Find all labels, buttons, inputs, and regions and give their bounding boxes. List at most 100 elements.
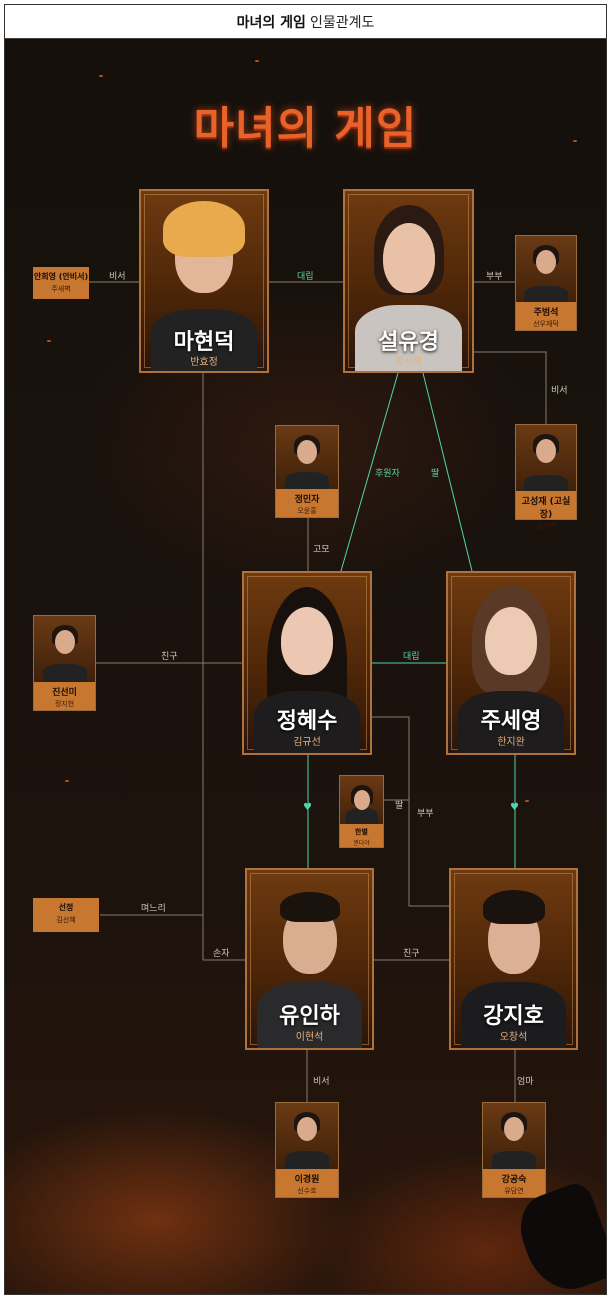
portrait-body <box>355 305 462 371</box>
line-jung-kang <box>372 716 449 907</box>
mini-name: 고성재 (고실장) <box>521 497 571 520</box>
mini-name: 이경원 <box>294 1175 320 1185</box>
rel-han-jung: 딸 <box>395 801 404 811</box>
tag-actor: 주새벽 <box>51 285 71 293</box>
portrait-hair <box>482 890 545 924</box>
card-yu-inha[interactable]: 유인하 이현석 <box>245 868 374 1050</box>
portrait-body <box>42 664 87 682</box>
card-ma-hyeondeok[interactable]: 마현덕 반효정 <box>139 189 269 373</box>
card-name: 정혜수 <box>276 709 338 734</box>
card-jin-seonmi[interactable]: 진선미 정지현 <box>33 615 96 711</box>
mini-actor: 신수호 <box>297 1187 317 1195</box>
card-kang-jiho[interactable]: 강지호 오창석 <box>449 868 578 1050</box>
card-actor: 오창석 <box>499 1032 528 1043</box>
card-actor: 김규선 <box>293 737 321 748</box>
header-title-sub: 인물관계도 <box>309 14 375 31</box>
mini-plate: 강공숙 유담연 <box>483 1169 545 1197</box>
mini-name: 진선미 <box>52 688 77 698</box>
portrait-body <box>285 472 329 490</box>
portrait-body <box>458 691 564 753</box>
ember-decoration <box>255 60 259 62</box>
mini-photo <box>516 236 576 304</box>
ember-decoration <box>99 75 103 77</box>
rel-yu-kang: 친구 <box>403 949 420 959</box>
card-hanbyeol[interactable]: 한별 권다야 <box>339 775 384 848</box>
portrait-face <box>382 223 435 293</box>
card-actor: 반효정 <box>190 357 218 368</box>
rel-seol-jung: 후원자 <box>375 469 400 479</box>
tag-ahn-huiyeong[interactable]: 안희영 (안비서) 주새벽 <box>33 267 89 299</box>
rel-ahn-ma: 비서 <box>109 272 126 282</box>
mini-plate: 진선미 정지현 <box>34 682 95 710</box>
portrait-face <box>54 630 75 654</box>
card-ju-beomseok[interactable]: 주범석 선우재덕 <box>515 235 577 331</box>
mini-actor: 정지현 <box>54 700 75 708</box>
mini-plate: 이경원 신수호 <box>276 1169 338 1197</box>
rel-yu-lee: 비서 <box>313 1077 330 1087</box>
portrait-body <box>524 475 568 493</box>
mini-actor: 오윤홍 <box>297 507 317 515</box>
card-seol-yugyeong[interactable]: 설유경 장서희 <box>343 189 474 373</box>
card-jeong-hyesu[interactable]: 정혜수 김규선 <box>242 571 372 755</box>
mini-actor: 선우재덕 <box>533 320 559 328</box>
card-lee-gyeongwon[interactable]: 이경원 신수호 <box>275 1102 339 1198</box>
ember-decoration <box>65 780 69 782</box>
tag-name: 선정 <box>58 903 74 912</box>
card-go-seongjae[interactable]: 고성재 (고실장) 김시만 <box>515 424 577 530</box>
mini-photo <box>276 1103 338 1169</box>
line-seol-juse <box>422 372 473 572</box>
portrait-hair <box>163 201 245 257</box>
heart-icon: ♥ <box>510 802 519 813</box>
ember-decoration <box>47 340 51 342</box>
mini-photo <box>34 616 95 682</box>
portrait-body <box>461 982 566 1048</box>
portrait-face <box>485 607 537 675</box>
heart-icon: ♥ <box>303 802 312 813</box>
diagram-frame: 마녀의 게임 인물관계도 <box>4 4 607 1295</box>
card-actor: 한지완 <box>497 737 525 748</box>
mini-name: 정민자 <box>294 495 320 505</box>
header-bar: 마녀의 게임 인물관계도 <box>5 5 606 39</box>
line-seol-go <box>474 351 547 424</box>
mini-plate: 한별 권다야 <box>340 824 383 847</box>
portrait-body <box>492 1151 536 1169</box>
portrait-body <box>285 1151 329 1169</box>
card-jeong-minja[interactable]: 정민자 오윤홍 <box>275 425 339 518</box>
mini-actor: 유담연 <box>504 1187 524 1195</box>
portrait-body <box>254 691 360 753</box>
portrait-face <box>297 1117 317 1141</box>
portrait-face <box>353 790 370 810</box>
mini-name: 한별 <box>355 828 368 836</box>
header-title-main: 마녀의 게임 <box>236 14 306 31</box>
ember-decoration <box>525 800 529 802</box>
mini-plate: 고성재 (고실장) 김시만 <box>516 491 576 530</box>
card-kang-gongsuk[interactable]: 강공숙 유담연 <box>482 1102 546 1198</box>
rel-ma-yu: 손자 <box>213 949 230 959</box>
portrait-face <box>536 439 556 463</box>
rel-ma-seol: 대립 <box>297 272 314 282</box>
portrait-hair <box>279 892 340 922</box>
tag-seonjeong[interactable]: 선정 김선혜 <box>33 898 99 932</box>
portrait-face <box>504 1117 524 1141</box>
rel-jmj-jung: 고모 <box>313 545 330 555</box>
mini-actor: 김시만 <box>536 522 556 530</box>
ember-decoration <box>573 140 577 142</box>
line-seol-jung <box>340 372 399 572</box>
mini-name: 강공숙 <box>501 1175 527 1185</box>
portrait-face <box>536 250 556 274</box>
card-name: 설유경 <box>378 330 439 355</box>
card-ju-seyeong[interactable]: 주세영 한지완 <box>446 571 576 755</box>
portrait-face <box>297 440 317 464</box>
portrait-body <box>257 982 362 1048</box>
mini-photo <box>483 1103 545 1169</box>
portrait-body <box>151 309 257 371</box>
rel-seol-juse: 딸 <box>431 469 440 479</box>
relationship-diagram: 마녀의 게임 마현덕 반효정 설유경 장서희 정혜수 김규선 <box>5 40 606 1294</box>
portrait-body <box>524 286 568 304</box>
diagram-title: 마녀의 게임 <box>193 103 418 154</box>
tag-actor: 김선혜 <box>56 916 76 924</box>
card-name: 강지호 <box>483 1004 544 1029</box>
tag-name: 안희영 (안비서) <box>33 272 89 281</box>
rel-jung-kang: 부부 <box>417 809 434 819</box>
mini-name: 주범석 <box>533 308 559 318</box>
